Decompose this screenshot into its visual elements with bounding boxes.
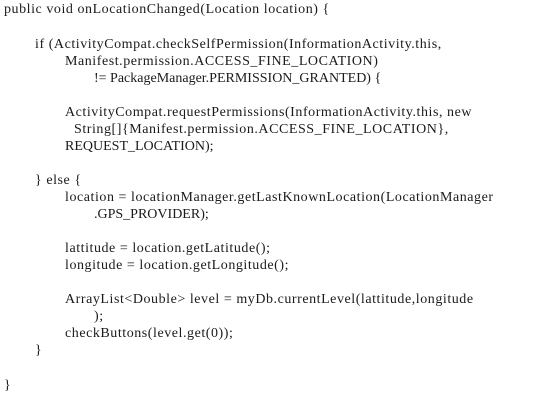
code-line-7: REQUEST_LOCATION);	[65, 139, 214, 154]
code-line-11: lattitude = location.getLatitude();	[65, 241, 271, 256]
code-line-1: public void onLocationChanged(Location l…	[4, 2, 330, 17]
code-line-13: ArrayList<Double> level = myDb.currentLe…	[65, 292, 474, 307]
code-line-15: checkButtons(level.get(0));	[65, 326, 234, 341]
code-line-6: String[]{Manifest.permission.ACCESS_FINE…	[74, 122, 449, 137]
code-line-16: }	[35, 343, 43, 358]
code-line-9: location = locationManager.getLastKnownL…	[65, 190, 494, 205]
code-line-14: );	[94, 309, 104, 324]
code-line-3: Manifest.permission.ACCESS_FINE_LOCATION…	[65, 54, 379, 69]
code-line-4: != PackageManager.PERMISSION_GRANTED) {	[94, 71, 382, 86]
code-line-5: ActivityCompat.requestPermissions(Inform…	[65, 105, 473, 120]
code-line-12: longitude = location.getLongitude();	[65, 258, 290, 273]
code-line-17: }	[4, 378, 12, 393]
code-line-10: .GPS_PROVIDER);	[94, 207, 209, 222]
code-line-2: if (ActivityCompat.checkSelfPermission(I…	[35, 37, 442, 52]
code-line-8: } else {	[35, 173, 82, 188]
